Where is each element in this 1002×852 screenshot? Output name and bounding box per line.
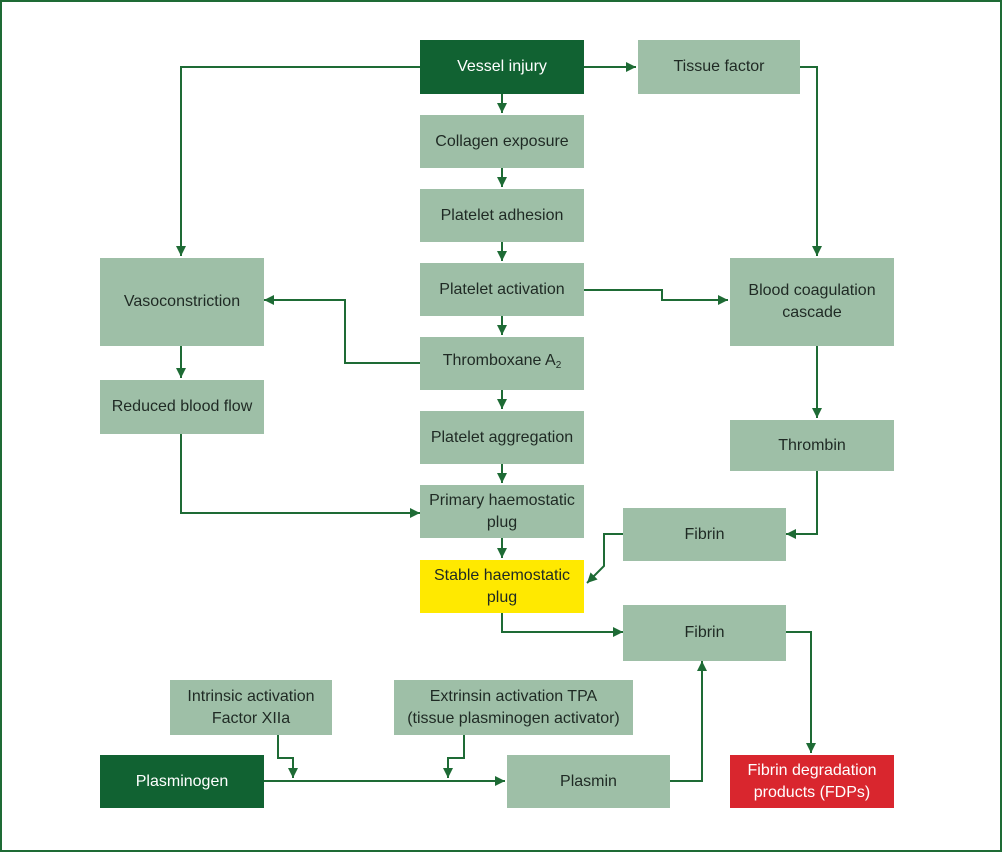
thromboxane-subscript: 2 — [555, 360, 562, 371]
plasmin-label: Plasmin — [560, 772, 617, 790]
blood-coagulation-cascade-label: Blood coagulation cascade — [748, 282, 876, 321]
fibrin-upper-label: Fibrin — [684, 525, 725, 543]
fibrin-degradation-products-box: Fibrin degradation products (FDPs) — [730, 755, 894, 808]
collagen-exposure-label: Collagen exposure — [435, 132, 569, 150]
arrow-thrombin-to-fibrin — [786, 471, 818, 539]
intrinsic-activation-label: Intrinsic activation Factor XIIa — [187, 687, 315, 727]
stable-haemostatic-plug-label: Stable haemostatic plug — [433, 566, 571, 606]
plasminogen-label: Plasminogen — [135, 772, 229, 790]
arrow-fibrin-to-fdps — [786, 631, 816, 753]
vessel-injury-box: Vessel injury — [420, 40, 584, 94]
thrombin-box: Thrombin — [730, 420, 894, 471]
reduced-blood-flow-label: Reduced blood flow — [111, 398, 253, 415]
fibrin-lower-label: Fibrin — [684, 624, 725, 641]
arrow-thromboxane-to-vasoconstriction — [264, 295, 420, 364]
platelet-activation-box: Platelet activation — [420, 263, 584, 316]
primary-haemostatic-plug-label: Primary haemostatic plug — [429, 491, 575, 531]
stable-haemostatic-plug-box: Stable haemostatic plug — [420, 560, 584, 613]
platelet-adhesion-box: Platelet adhesion — [420, 189, 584, 242]
fibrin-upper-box: Fibrin — [623, 508, 786, 561]
arrow-extrinsic-to-plasminogen-line — [443, 735, 465, 778]
arrow-stable-plug-to-fibrin — [501, 613, 623, 637]
collagen-exposure-box: Collagen exposure — [420, 115, 584, 168]
fibrin-lower-box: Fibrin — [623, 605, 786, 661]
platelet-aggregation-label: Platelet aggregation — [430, 428, 574, 446]
arrow-vessel-to-vasoconstriction — [176, 66, 420, 256]
platelet-activation-label: Platelet activation — [439, 280, 565, 298]
tissue-factor-box: Tissue factor — [638, 40, 800, 94]
thromboxane-text: Thromboxane A — [442, 352, 556, 369]
platelet-adhesion-label: Platelet adhesion — [440, 206, 564, 224]
thromboxane-label: Thromboxane A2 — [443, 350, 562, 377]
arrow-plasmin-to-fibrin — [670, 661, 707, 782]
tissue-factor-label: Tissue factor — [673, 58, 765, 75]
arrow-activation-to-cascade — [584, 289, 728, 305]
arrow-fibrin-to-stable-plug — [586, 533, 623, 584]
extrinsic-activation-label: Extrinsin activation TPA (tissue plasmin… — [407, 687, 620, 727]
platelet-aggregation-box: Platelet aggregation — [420, 411, 584, 464]
primary-haemostatic-plug-box: Primary haemostatic plug — [420, 485, 584, 538]
arrow-reduced-flow-to-primary-plug — [180, 434, 420, 518]
fibrin-degradation-products-label: Fibrin degradation products (FDPs) — [747, 761, 877, 801]
intrinsic-activation-box: Intrinsic activation Factor XIIa — [170, 680, 332, 735]
thromboxane-box: Thromboxane A2 — [420, 337, 584, 390]
extrinsic-activation-box: Extrinsin activation TPA (tissue plasmin… — [394, 680, 633, 735]
vasoconstriction-label: Vasoconstriction — [123, 293, 241, 310]
thrombin-label: Thrombin — [778, 436, 846, 454]
plasmin-box: Plasmin — [507, 755, 670, 808]
vasoconstriction-box: Vasoconstriction — [100, 258, 264, 346]
blood-coagulation-cascade-box: Blood coagulation cascade — [730, 258, 894, 346]
reduced-blood-flow-box: Reduced blood flow — [100, 380, 264, 434]
plasminogen-box: Plasminogen — [100, 755, 264, 808]
arrow-tissue-factor-to-cascade — [800, 66, 822, 256]
vessel-injury-label: Vessel injury — [457, 58, 547, 75]
arrow-intrinsic-to-plasminogen-line — [277, 735, 298, 778]
